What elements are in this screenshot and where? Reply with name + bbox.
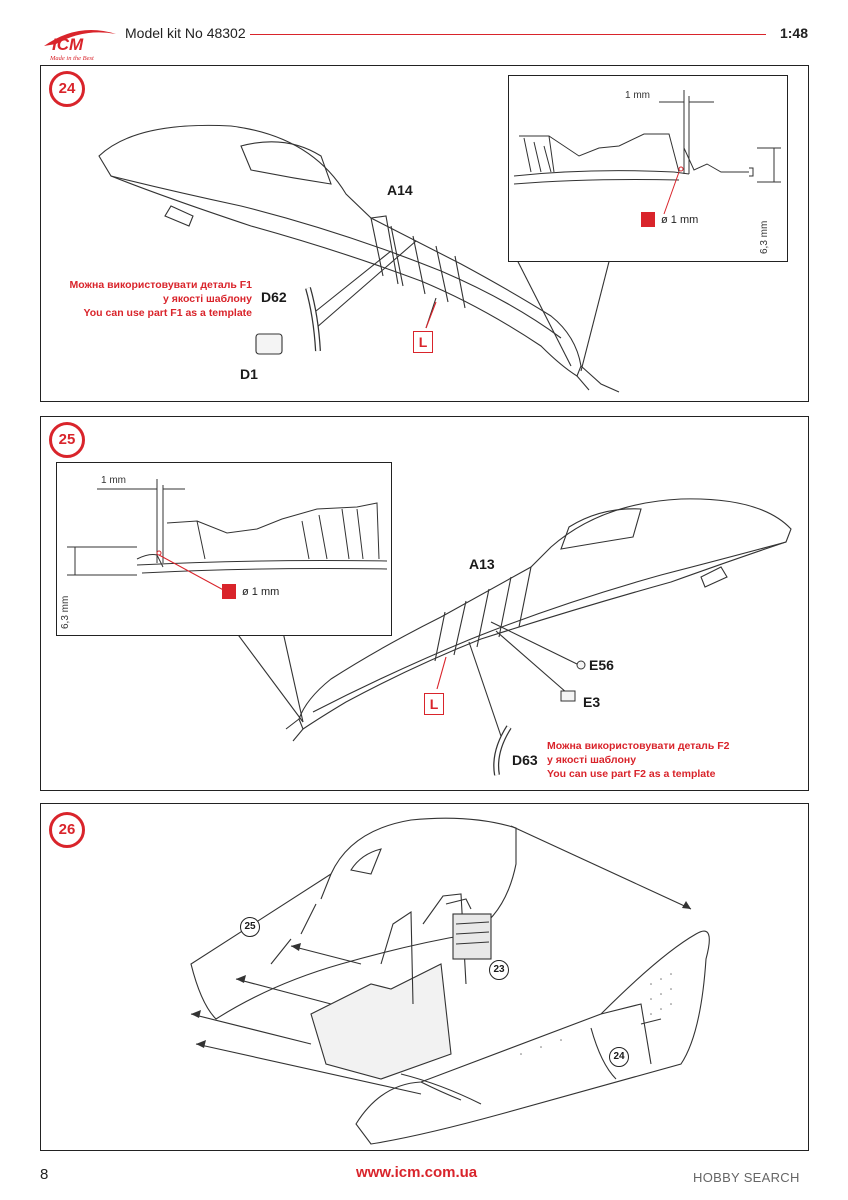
step-26-panel: 26 25 23 24	[40, 803, 809, 1151]
left-side-marker: L	[413, 331, 433, 353]
header-rule	[250, 34, 766, 35]
inset-dim-horizontal: 1 mm	[101, 475, 126, 486]
step-ref-25: 25	[240, 917, 260, 937]
part-label-d1: D1	[240, 366, 258, 382]
template-note: Можна використовувати деталь F2 у якості…	[547, 739, 729, 781]
step-24-panel: 24 A14 D62 D1 L Можна використовувати де…	[40, 65, 809, 402]
step-25-detail-inset: 1 mm 6,3 mm ø 1 mm	[56, 462, 392, 636]
template-note-ua-line1: Можна використовувати деталь F1	[69, 279, 252, 291]
part-label-d62: D62	[261, 289, 287, 305]
template-note: Можна використовувати деталь F1 у якості…	[70, 278, 252, 320]
template-note-ua-line1: Можна використовувати деталь F2	[547, 740, 730, 752]
step-ref-23: 23	[489, 960, 509, 980]
svg-text:ICM: ICM	[52, 35, 84, 54]
template-note-ua-line2: у якості шаблону	[547, 754, 637, 766]
inset-drawing	[67, 479, 388, 594]
drill-diameter-label: ø 1 mm	[242, 586, 280, 598]
step-26-drawing	[190, 817, 710, 1145]
step-24-drawing	[98, 124, 620, 393]
part-label-e56: E56	[589, 657, 614, 673]
template-note-en: You can use part F2 as a template	[547, 768, 716, 780]
template-note-ua-line2: у якості шаблону	[162, 293, 252, 305]
inset-dim-vertical: 6,3 mm	[60, 595, 71, 629]
part-label-d63: D63	[512, 752, 538, 768]
step-25-panel: 25 A13 E56 E3 D63 L Можна використовуват…	[40, 416, 809, 791]
drill-icon	[641, 212, 655, 227]
part-label-e3: E3	[583, 694, 601, 710]
watermark: HOBBY SEARCH	[693, 1170, 800, 1185]
website-link[interactable]: www.icm.com.ua	[356, 1164, 478, 1181]
left-side-marker: L	[424, 693, 444, 715]
inset-dim-vertical: 6,3 mm	[759, 220, 770, 254]
step-number-badge: 26	[49, 812, 85, 848]
step-ref-24: 24	[609, 1047, 629, 1067]
page-number: 8	[40, 1166, 49, 1183]
drill-icon	[222, 584, 236, 599]
inset-drawing	[513, 90, 781, 215]
drill-diameter-label: ø 1 mm	[661, 214, 699, 226]
inset-dim-horizontal: 1 mm	[625, 90, 650, 101]
svg-text:Made in the Best: Made in the Best	[49, 55, 94, 62]
part-label-a14: A14	[387, 182, 413, 198]
icm-logo: ICM Made in the Best	[44, 30, 116, 62]
step-number-badge: 25	[49, 422, 85, 458]
step-25-drawing	[235, 498, 792, 776]
model-kit-title: Model kit No 48302	[125, 25, 246, 41]
part-label-a13: A13	[469, 556, 495, 572]
template-note-en: You can use part F1 as a template	[83, 307, 252, 319]
step-24-detail-inset: 1 mm 6,3 mm ø 1 mm	[508, 75, 788, 262]
scale-label: 1:48	[779, 25, 808, 41]
step-number-badge: 24	[49, 71, 85, 107]
